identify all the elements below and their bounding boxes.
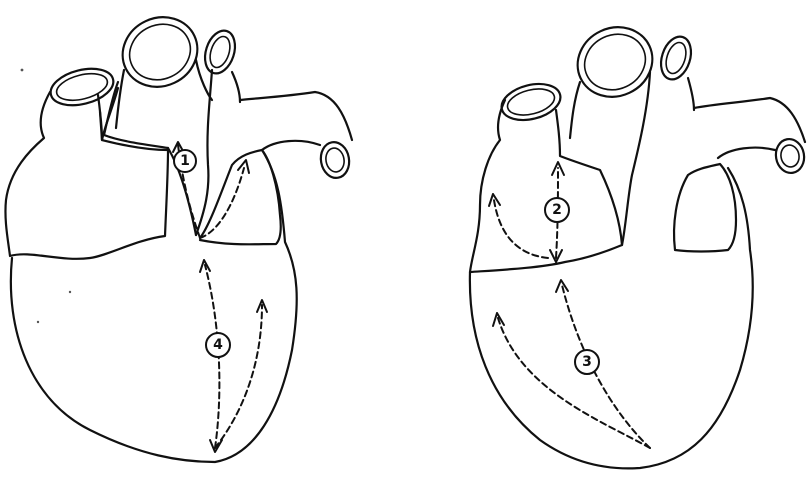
marker-1: 1 — [174, 150, 196, 172]
right-heart-body-outline — [470, 168, 753, 468]
left-aorta-wall-left — [116, 70, 124, 128]
left-svc-opening-inner — [54, 69, 110, 105]
right-aorta-wall-left — [570, 82, 580, 138]
marker-3: 3 — [575, 350, 599, 374]
left-aorta-opening-outer — [111, 5, 209, 99]
right-svc-opening-outer — [498, 78, 564, 126]
left-pulmonary-opening-outer — [200, 27, 240, 77]
marker-4: 4 — [206, 333, 230, 357]
marker-2-label: 2 — [552, 202, 562, 218]
left-branch-opening-outer — [318, 140, 352, 180]
right-pulm-wall — [688, 78, 694, 110]
right-pulmonary-branch — [694, 98, 805, 158]
left-speck-b — [69, 291, 71, 293]
right-left-atrium — [674, 164, 736, 252]
right-aorta-wall-right — [622, 72, 650, 245]
right-aorta-opening-outer — [566, 15, 664, 109]
left-arrow-4-right — [215, 305, 262, 448]
right-branch-opening-inner — [779, 144, 801, 169]
marker-2: 2 — [545, 198, 569, 222]
right-heart: 2 3 — [470, 15, 807, 468]
right-branch-opening-outer — [773, 137, 806, 175]
right-right-atrium — [470, 100, 622, 272]
left-pulm-wall — [232, 72, 240, 102]
left-speck-c — [37, 321, 39, 323]
right-pulmonary-opening-outer — [656, 33, 696, 83]
left-trunk-outline — [104, 82, 168, 148]
marker-3-label: 3 — [582, 354, 592, 370]
left-right-atrium — [5, 92, 168, 259]
left-speck-a — [21, 69, 24, 72]
left-heart: 1 4 — [5, 5, 352, 462]
marker-4-label: 4 — [213, 337, 223, 353]
left-heart-body-outline — [11, 150, 297, 462]
marker-1-label: 1 — [180, 153, 190, 169]
right-svc-opening-inner — [505, 85, 557, 120]
right-arrow-3-left — [498, 318, 650, 448]
left-branch-opening-inner — [324, 147, 346, 174]
right-arrow-2-curve — [494, 200, 548, 258]
